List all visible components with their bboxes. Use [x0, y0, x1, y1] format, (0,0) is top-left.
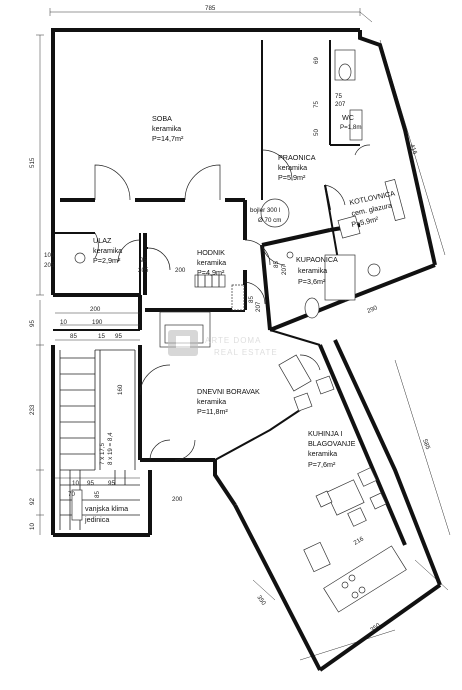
dim-stair-200: 200 [90, 306, 101, 313]
room-area: P=5,9m² [278, 173, 306, 182]
watermark-text: ARTE DOMA [205, 336, 261, 345]
dim-top-total: 785 [205, 5, 216, 12]
dim-left-233: 233 [29, 404, 36, 415]
wc-door-b: 207 [335, 101, 346, 108]
wc-door-a: 75 [335, 93, 342, 100]
room-name: WC [342, 113, 354, 122]
dim-stair-calc-2: 8 x 19 = 8,4 [107, 432, 114, 465]
room-wc: 75 207 WC P=1,8m [335, 93, 362, 131]
room-kotlovnica: KOTLOVNICA cem. glazura P=5,9m² [349, 188, 396, 228]
dimension-labels: 785 515 95 233 92 10 416 585 200 190 10 … [29, 5, 431, 634]
dim-left-515: 515 [29, 157, 36, 168]
room-name: KUPAONICA [296, 255, 338, 264]
dim-right-585: 585 [421, 438, 431, 451]
fixtures [71, 49, 407, 613]
room-material: keramika [298, 266, 327, 275]
dim-stair-190: 190 [92, 319, 103, 326]
room-name: DNEVNI BORAVAK [197, 387, 260, 396]
room-praonica: PRAONICA keramika P=5,9m² [278, 153, 316, 182]
dim-stair-10: 10 [60, 319, 67, 326]
dim-k-350b: 350 [369, 622, 382, 634]
dim-v-85: 85 [94, 491, 101, 498]
dim-k-216: 216 [353, 535, 366, 547]
watermark-subtext: REAL ESTATE [214, 348, 278, 357]
room-area: P=11,8m² [197, 407, 228, 416]
dim-left-10: 10 [29, 523, 36, 530]
doors [94, 144, 371, 461]
bojler-label: bojler 300 l Ø 70 cm [250, 207, 281, 224]
dim-left-95: 95 [29, 320, 36, 327]
dimension-lines [36, 8, 451, 661]
room-material: keramika [152, 124, 181, 133]
dim-wc-50: 50 [313, 129, 320, 136]
room-name: ULAZ [93, 236, 112, 245]
bojler-name: bojler 300 l [250, 207, 280, 214]
room-soba: SOBA keramika P=14,7m² [152, 114, 184, 143]
bojler-size: Ø 70 cm [258, 217, 281, 224]
watermark: ARTE DOMA REAL ESTATE [168, 330, 278, 357]
dim-wc-69: 69 [313, 57, 320, 64]
dim-kup-207: 207 [281, 264, 288, 275]
room-area: P=3,6m² [298, 277, 326, 286]
dim-hod-85: 85 [248, 296, 255, 303]
dim-hod-207: 207 [255, 301, 262, 312]
room-name-2: BLAGOVANJE [308, 439, 356, 448]
room-kuhinja: KUHINJA I BLAGOVANJE keramika P=7,6m² [308, 429, 356, 469]
dim-v-95: 95 [87, 480, 94, 487]
klima-name: vanjska klima [85, 504, 128, 513]
dim-mid-200: 200 [175, 267, 186, 274]
dim-stair-85: 85 [70, 333, 77, 340]
dim-right-416: 416 [408, 143, 418, 156]
room-area: P=2,9m² [93, 256, 121, 265]
room-area: P=4,9m² [197, 268, 225, 277]
klima-name-2: jedinica [84, 515, 109, 524]
dim-left-92: 92 [29, 498, 36, 505]
room-material: keramika [278, 163, 307, 172]
dim-ulaz-205: 205 [44, 262, 55, 269]
room-material: keramika [197, 258, 226, 267]
room-material: keramika [197, 397, 226, 406]
room-material: keramika [308, 449, 337, 458]
dim-kup-85: 85 [273, 261, 280, 268]
dim-bottom-200: 200 [172, 496, 183, 503]
room-name: HODNIK [197, 248, 225, 257]
dim-v-10: 10 [72, 480, 79, 487]
room-material: keramika [93, 246, 122, 255]
room-area: P=1,8m [340, 124, 362, 131]
klima-label: vanjska klima jedinica [84, 504, 128, 524]
room-name: PRAONICA [278, 153, 316, 162]
dim-hod-95: 95 [140, 257, 147, 264]
dim-v-95b: 95 [108, 480, 115, 487]
room-kupaonica: KUPAONICA keramika P=3,6m² [296, 255, 338, 286]
dim-stair-160: 160 [117, 384, 124, 395]
room-area: P=7,6m² [308, 460, 336, 469]
dim-kup-290: 290 [366, 304, 379, 315]
dim-hod-205: 205 [138, 267, 149, 274]
dim-k-350a: 350 [255, 594, 267, 607]
room-name: KUHINJA I [308, 429, 342, 438]
room-name: SOBA [152, 114, 172, 123]
room-ulaz: ULAZ keramika P=2,9m² [93, 236, 122, 265]
dim-stair-calc-1: 7 x 17,5 [99, 442, 106, 465]
dim-ulaz-100: 100 [44, 252, 55, 259]
dim-wc-75: 75 [313, 101, 320, 108]
room-area: P=14,7m² [152, 134, 184, 143]
dim-v-70: 70 [68, 491, 75, 498]
room-boravak: DNEVNI BORAVAK keramika P=11,8m² [197, 387, 260, 416]
dim-stair-15: 15 [98, 333, 105, 340]
room-hodnik: HODNIK keramika P=4,9m² [197, 248, 226, 277]
dim-stair-95: 95 [115, 333, 122, 340]
